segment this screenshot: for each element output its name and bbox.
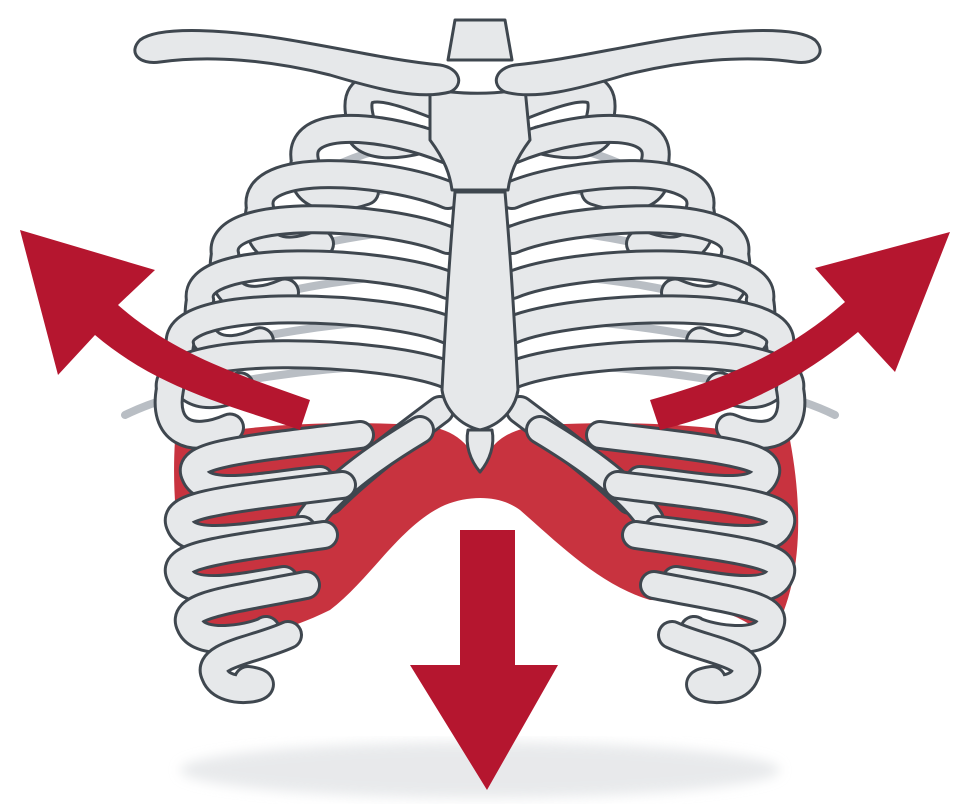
upper-vertebra [448, 20, 512, 60]
right-clavicle [496, 31, 820, 95]
left-clavicle [135, 31, 459, 95]
sternum-body [442, 192, 518, 430]
sternum-manubrium [430, 88, 530, 190]
